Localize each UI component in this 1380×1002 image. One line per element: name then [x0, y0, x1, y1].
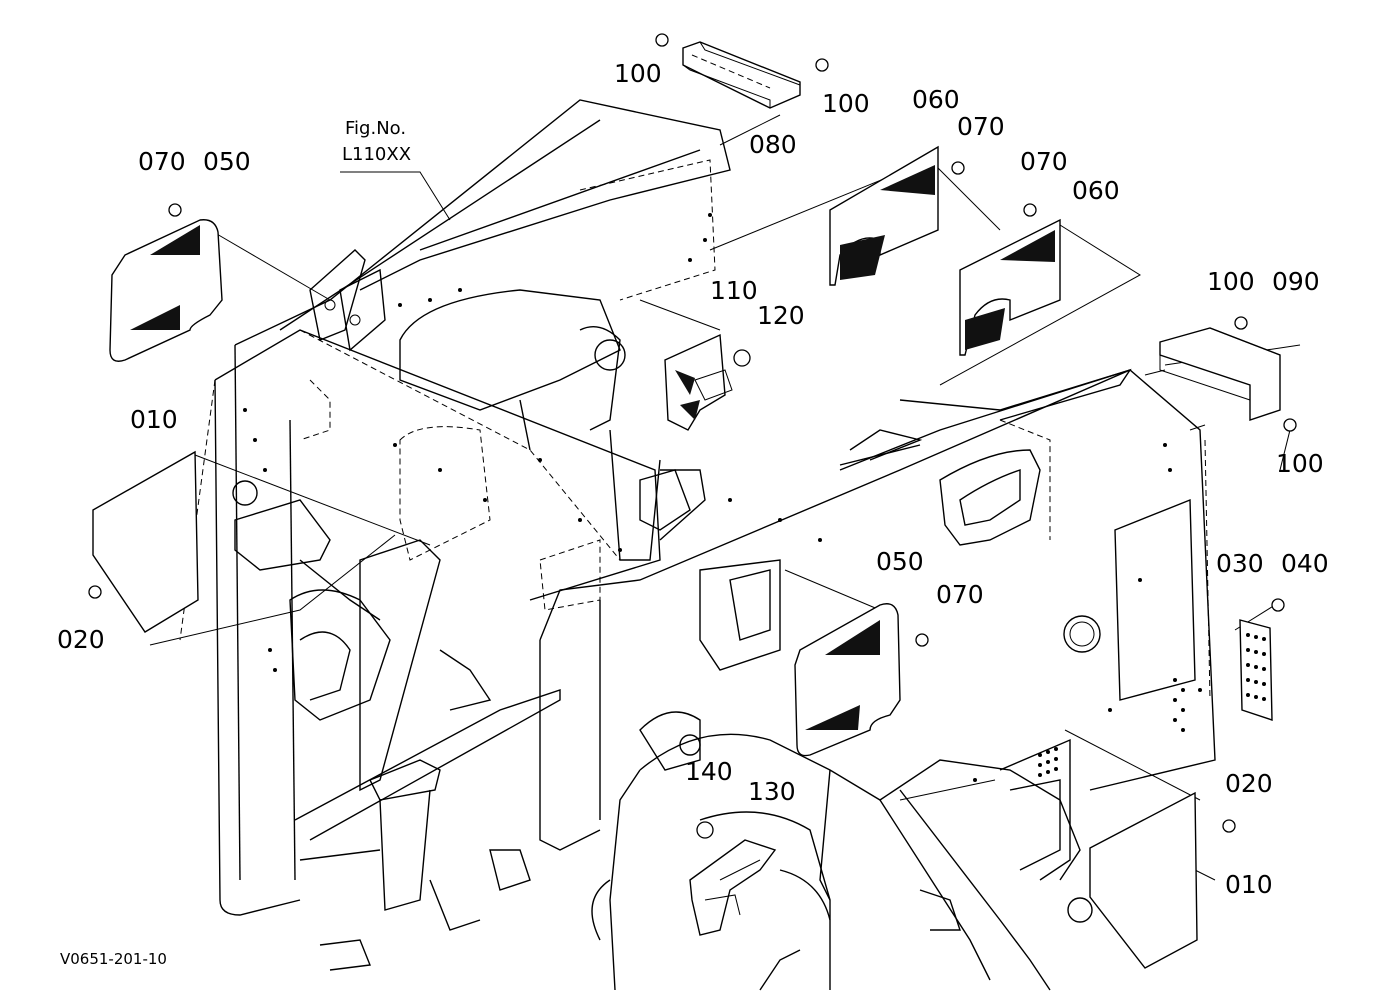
drawing-code: V0651-201-10	[60, 950, 167, 968]
main-frame	[179, 99, 1216, 991]
part-060-cover-upper[interactable]	[829, 145, 939, 286]
callout-100: 100	[1276, 449, 1324, 478]
callout-020: 020	[57, 625, 105, 654]
callout-040: 040	[1281, 549, 1329, 578]
part-010-plate-left[interactable]	[92, 450, 199, 633]
callout-060: 060	[912, 85, 960, 114]
figure-ref-number: L110XX	[342, 144, 411, 165]
part-010-plate-right[interactable]	[1089, 791, 1198, 969]
callout-140: 140	[685, 757, 733, 786]
callout-010: 010	[130, 405, 178, 434]
callout-030: 030	[1216, 549, 1264, 578]
callout-070: 070	[1020, 147, 1068, 176]
callout-070: 070	[138, 147, 186, 176]
callout-070: 070	[957, 112, 1005, 141]
callout-060: 060	[1072, 176, 1120, 205]
perforated-area	[1038, 678, 1185, 777]
part-050-cover-center[interactable]	[794, 603, 901, 757]
callout-100: 100	[1207, 267, 1255, 296]
callouts: 100 100 080 060 070 070 060 070 050 110 …	[57, 59, 1329, 899]
bolts	[88, 33, 1297, 839]
figure-ref-label: Fig.No.	[345, 118, 406, 139]
callout-080: 080	[749, 130, 797, 159]
callout-090: 090	[1272, 267, 1320, 296]
callout-110: 110	[710, 276, 758, 305]
callout-070: 070	[936, 580, 984, 609]
part-030-perforated-plate[interactable]	[1239, 619, 1273, 721]
callout-120: 120	[757, 301, 805, 330]
callout-100: 100	[822, 89, 870, 118]
callout-010: 010	[1225, 870, 1273, 899]
part-110-bracket[interactable]	[664, 333, 733, 431]
part-050-cover-left[interactable]	[109, 219, 223, 362]
callout-130: 130	[748, 777, 796, 806]
part-080-bracket[interactable]	[682, 41, 801, 109]
callout-050: 050	[203, 147, 251, 176]
part-130-bracket[interactable]	[689, 839, 777, 936]
figure-reference: Fig.No. L110XX	[342, 118, 411, 165]
part-060-cover-mid[interactable]	[959, 218, 1061, 356]
callout-020: 020	[1225, 769, 1273, 798]
leader-lines	[149, 114, 1301, 881]
callout-100: 100	[614, 59, 662, 88]
callout-050: 050	[876, 547, 924, 576]
part-090-bracket[interactable]	[1159, 327, 1281, 421]
